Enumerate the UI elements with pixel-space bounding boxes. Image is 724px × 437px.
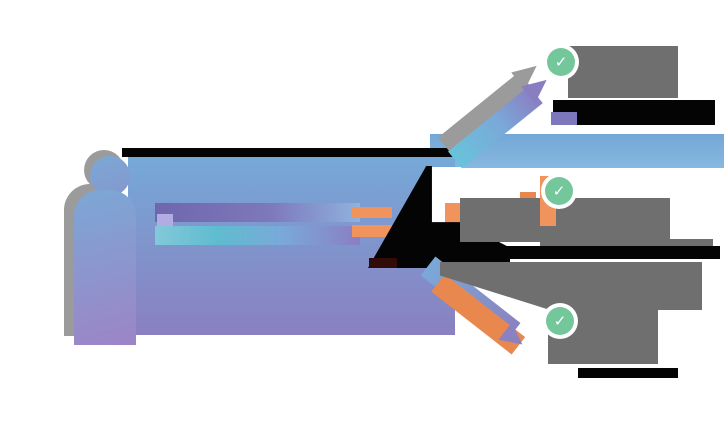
bottom-label-dark-bar xyxy=(578,368,678,378)
banner-top-bar xyxy=(122,148,455,157)
banner-text-line-1 xyxy=(155,203,360,222)
top-label-dark-bar-1 xyxy=(553,100,715,112)
middle-arrow-tail-bar-1 xyxy=(352,207,392,218)
middle-label-text-line xyxy=(540,239,713,247)
top-label-text-block xyxy=(568,46,678,98)
top-label-purple-chip xyxy=(551,112,577,125)
middle-arrow-body-fragment-2 xyxy=(520,192,536,200)
middle-check-icon: ✓ xyxy=(545,177,573,205)
middle-check-ring: ✓ xyxy=(541,173,577,209)
middle-arrow-tail-bar-2 xyxy=(352,225,392,237)
split-triangle-base-accent xyxy=(369,258,397,268)
person-head xyxy=(90,156,130,196)
banner-text-line-2 xyxy=(155,226,360,245)
person-body xyxy=(74,190,136,345)
top-label-dark-bar-2 xyxy=(577,112,715,125)
top-check-icon: ✓ xyxy=(547,48,575,76)
bottom-check-ring: ✓ xyxy=(542,303,578,339)
bottom-check-icon: ✓ xyxy=(546,307,574,335)
top-check-ring: ✓ xyxy=(543,44,579,80)
middle-label-dark-bar xyxy=(440,246,720,259)
